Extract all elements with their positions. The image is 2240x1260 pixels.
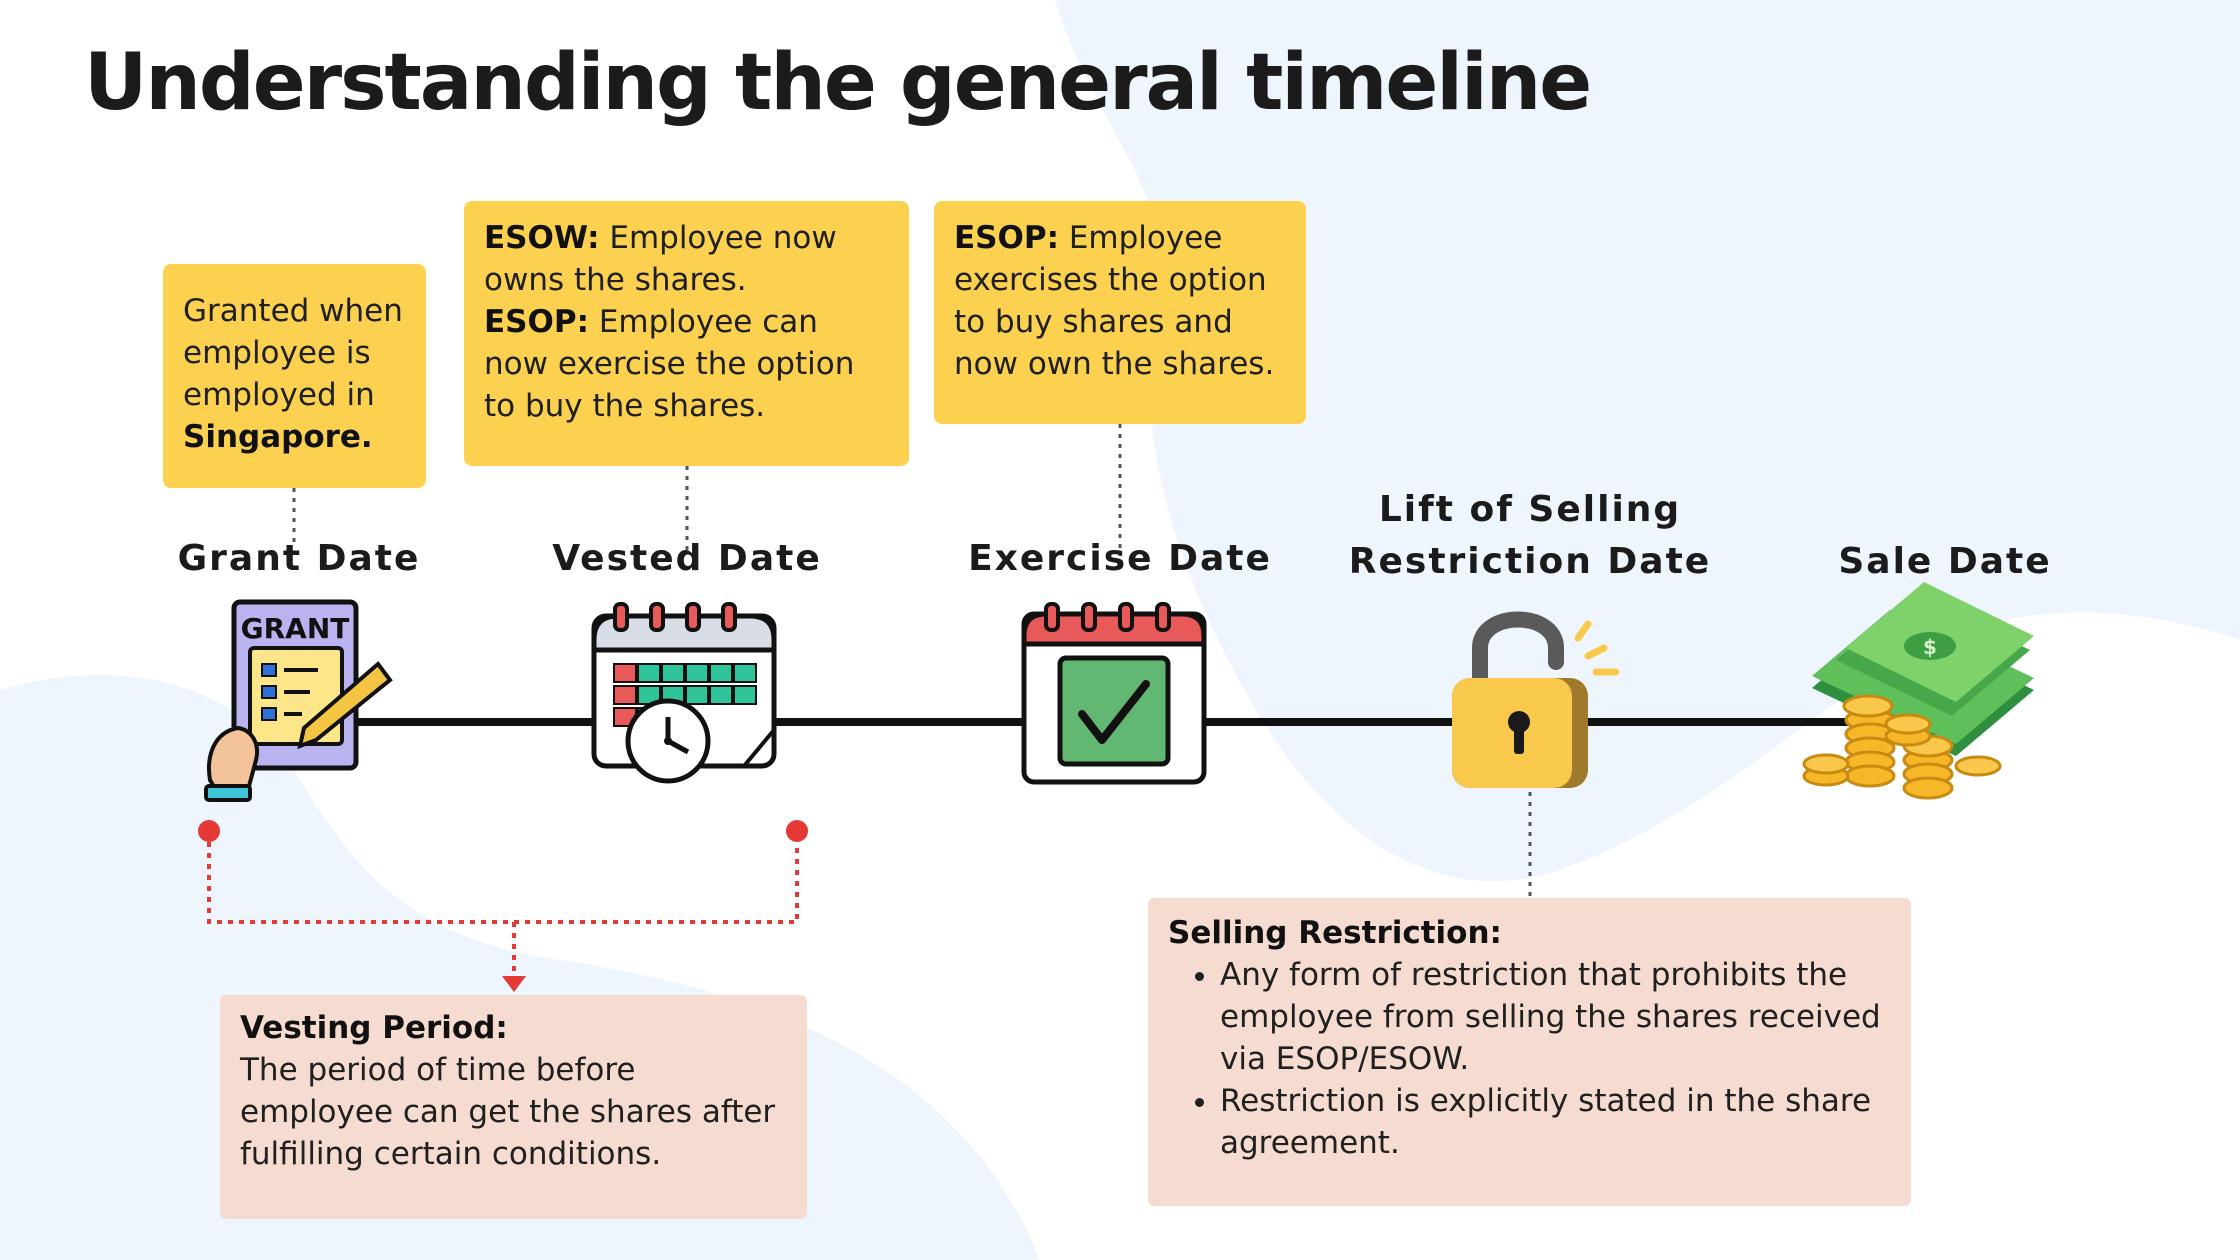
page-title: Understanding the general timeline: [84, 38, 1592, 128]
selling-restriction-bullet: Restriction is explicitly stated in the …: [1220, 1080, 1891, 1164]
selling-restriction-bullet: Any form of restriction that prohibits t…: [1220, 954, 1891, 1080]
milestone-label-vested: Vested Date: [552, 538, 822, 579]
selling-restriction-heading-text: Selling Restriction:: [1168, 915, 1502, 951]
vested-esop-line: ESOP: Employee can now exercise the opti…: [484, 301, 889, 427]
selling-restriction-heading: Selling Restriction:: [1168, 912, 1891, 954]
vested-esop-text: Employee can now exercise the option to …: [484, 304, 855, 424]
vested-note: ESOW: Employee now owns the shares. ESOP…: [464, 201, 909, 466]
milestone-label-exercise: Exercise Date: [968, 538, 1272, 579]
unlocked-padlock-icon: [1452, 611, 1620, 788]
lift-restriction-line1: Lift of Selling: [1378, 489, 1682, 530]
selling-restriction-list: Any form of restriction that prohibits t…: [1168, 954, 1891, 1164]
grant-note: Granted when employee is employed in Sin…: [163, 264, 426, 488]
exercise-note: ESOP: Employee exercises the option to b…: [934, 201, 1306, 424]
exercise-esop-line: ESOP: Employee exercises the option to b…: [954, 217, 1286, 385]
bracket-arrow-icon: [502, 976, 526, 992]
lift-restriction-line2: Restriction Date: [1348, 541, 1712, 582]
note-connectors: [292, 424, 1532, 898]
grant-note-country: Singapore.: [183, 419, 373, 455]
calendar-clock-icon: [591, 602, 777, 784]
vested-esow-text: Employee now owns the shares.: [484, 220, 837, 298]
vesting-bracket: [198, 820, 808, 992]
money-and-coins-icon: $: [1802, 582, 2034, 800]
exercise-esop-text: Employee exercises the option to buy sha…: [954, 220, 1275, 382]
milestone-label-lift-restriction: Lift of Selling Restriction Date: [1320, 484, 1740, 588]
exercise-esop-label: ESOP:: [954, 220, 1059, 256]
vested-esop-label: ESOP:: [484, 304, 589, 340]
background-blob-right: [1055, 0, 2240, 882]
grant-document-icon: GRANT: [204, 599, 393, 802]
vesting-period-heading: Vesting Period:: [240, 1007, 787, 1049]
vested-esow-label: ESOW:: [484, 220, 600, 256]
vesting-period-heading-text: Vesting Period:: [240, 1010, 508, 1046]
milestone-label-grant: Grant Date: [177, 538, 421, 579]
selling-restriction-note: Selling Restriction: Any form of restric…: [1148, 898, 1911, 1206]
grant-note-body: Granted when employee is employed in: [183, 293, 403, 413]
vesting-period-text: The period of time before employee can g…: [240, 1052, 776, 1172]
grant-note-text: Granted when employee is employed in Sin…: [183, 290, 406, 458]
vesting-period-note: Vesting Period: The period of time befor…: [220, 995, 807, 1219]
vested-esow-line: ESOW: Employee now owns the shares.: [484, 217, 889, 301]
calendar-check-icon: [1021, 602, 1207, 785]
grant-icon-text: GRANT: [241, 612, 350, 645]
svg-text:$: $: [1923, 635, 1937, 659]
milestone-label-sale: Sale Date: [1838, 541, 2052, 582]
